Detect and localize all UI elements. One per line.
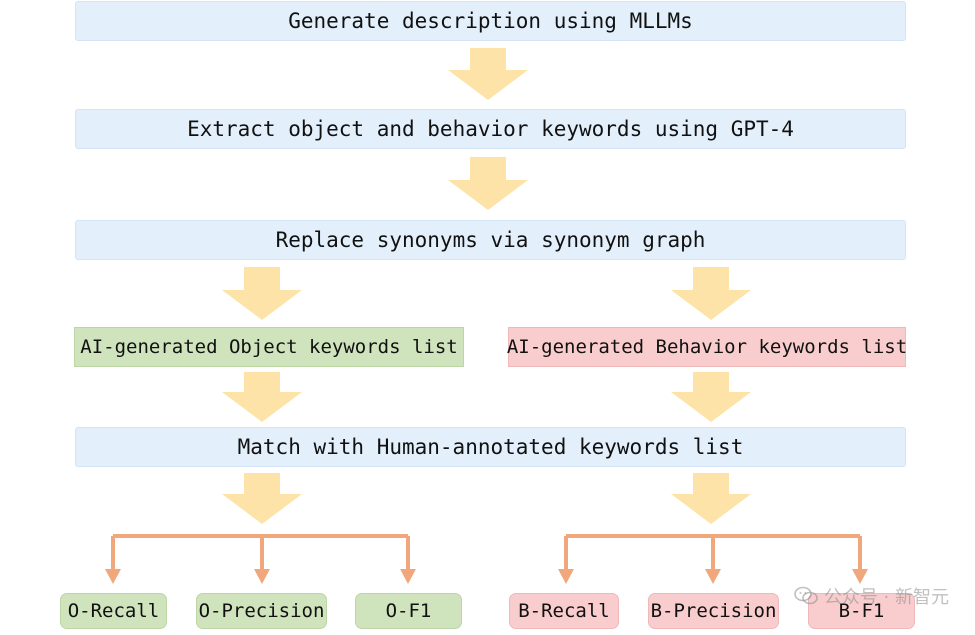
flow-arrow-object-metrics (222, 473, 302, 524)
metric-b-precision-label: B-Precision (650, 600, 777, 622)
metric-b-f1: B-F1 (808, 593, 915, 629)
flow-arrow-behavior-list (671, 267, 751, 320)
metric-b-precision: B-Precision (648, 593, 779, 629)
metric-o-recall: O-Recall (60, 593, 167, 629)
metric-o-f1: O-F1 (355, 593, 462, 629)
flow-arrow-object-list (222, 267, 302, 320)
step-extract-keywords-label: Extract object and behavior keywords usi… (187, 117, 794, 141)
metric-b-f1-label: B-F1 (838, 600, 885, 622)
wechat-icon (794, 586, 818, 605)
metric-o-recall-label: O-Recall (67, 600, 160, 622)
metric-o-precision-label: O-Precision (198, 600, 325, 622)
metric-b-recall-label: B-Recall (518, 600, 610, 622)
step-match-human-keywords: Match with Human-annotated keywords list (75, 427, 906, 467)
arrowhead-o-precision (254, 569, 270, 584)
arrowhead-b-f1 (852, 569, 868, 584)
metric-o-f1-label: O-F1 (385, 600, 432, 622)
flow-arrow-object-match (222, 372, 302, 422)
flow-arrow-behavior-match (671, 372, 751, 422)
object-keywords-list: AI-generated Object keywords list (74, 327, 464, 367)
arrowhead-o-f1 (400, 569, 416, 584)
step-replace-synonyms: Replace synonyms via synonym graph (75, 220, 906, 260)
watermark: 公众号 · 新智元 (794, 583, 949, 609)
behavior-keywords-list-label: AI-generated Behavior keywords list (506, 336, 908, 358)
object-branch-connector (111, 534, 410, 572)
flow-arrow-behavior-metrics (671, 473, 751, 524)
step-match-human-keywords-label: Match with Human-annotated keywords list (237, 435, 744, 459)
step-replace-synonyms-label: Replace synonyms via synonym graph (275, 228, 706, 252)
metric-b-recall: B-Recall (509, 593, 619, 629)
arrowhead-o-recall (105, 569, 121, 584)
flow-arrow-2 (448, 157, 528, 210)
arrowhead-b-precision (705, 569, 721, 584)
object-keywords-list-label: AI-generated Object keywords list (80, 336, 458, 358)
step-extract-keywords: Extract object and behavior keywords usi… (75, 109, 906, 149)
step-generate-description-label: Generate description using MLLMs (288, 9, 693, 33)
watermark-text: 公众号 · 新智元 (823, 587, 949, 608)
arrowhead-b-recall (558, 569, 574, 584)
metric-o-precision: O-Precision (196, 593, 327, 629)
step-generate-description: Generate description using MLLMs (75, 1, 906, 41)
behavior-branch-connector (564, 534, 862, 572)
behavior-keywords-list: AI-generated Behavior keywords list (506, 327, 908, 367)
flow-arrow-1 (448, 48, 528, 100)
